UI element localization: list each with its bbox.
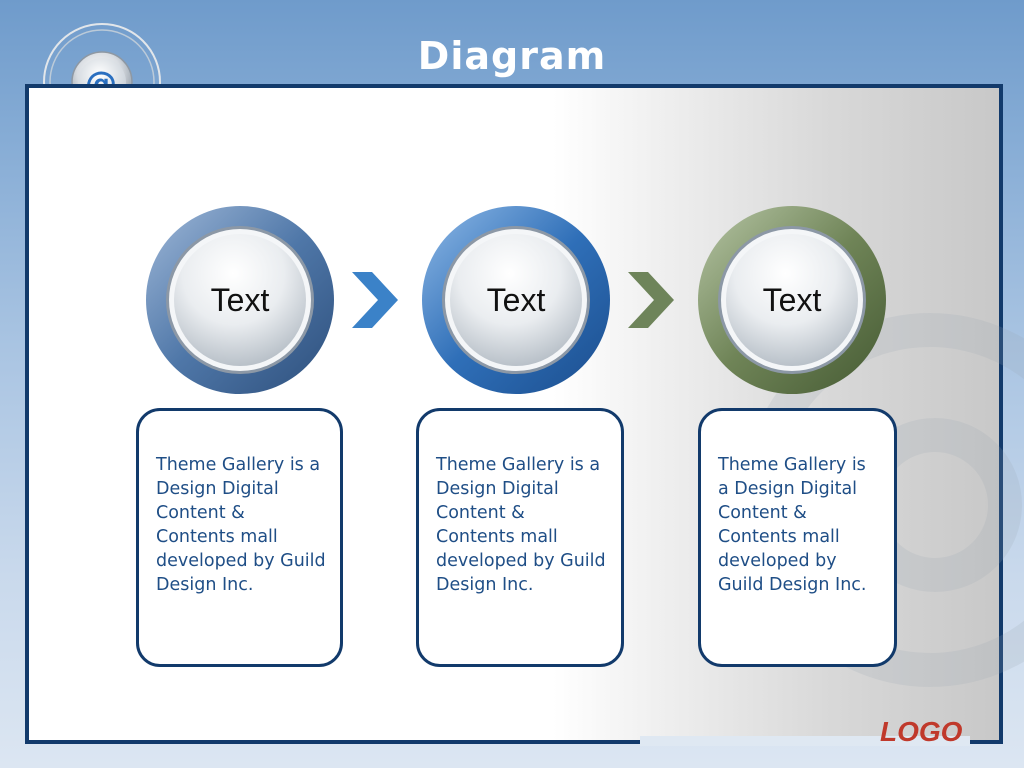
step-3-circle: Text: [696, 204, 888, 396]
slide-title: Diagram: [417, 34, 607, 78]
step-2-description-box: Theme Gallery is a Design Digital Conten…: [416, 408, 624, 667]
step-1-description-box: Theme Gallery is a Design Digital Conten…: [136, 408, 343, 667]
logo-text: LOGO: [880, 716, 963, 747]
frame-bottom-gap: [640, 736, 970, 746]
step-3-description: Theme Gallery is a Design Digital Conten…: [718, 455, 867, 595]
step-2-label: Text: [486, 281, 546, 318]
step-3-label: Text: [762, 281, 822, 318]
chevron-right-icon: [352, 272, 398, 328]
step-1-circle: Text: [144, 204, 336, 396]
step-3-description-box: Theme Gallery is a Design Digital Conten…: [698, 408, 897, 667]
step-2-circle: Text: [420, 204, 612, 396]
chevron-right-icon: [628, 272, 674, 328]
step-1-label: Text: [210, 281, 270, 318]
step-2-description: Theme Gallery is a Design Digital Conten…: [436, 455, 606, 595]
step-1-description: Theme Gallery is a Design Digital Conten…: [156, 455, 326, 595]
